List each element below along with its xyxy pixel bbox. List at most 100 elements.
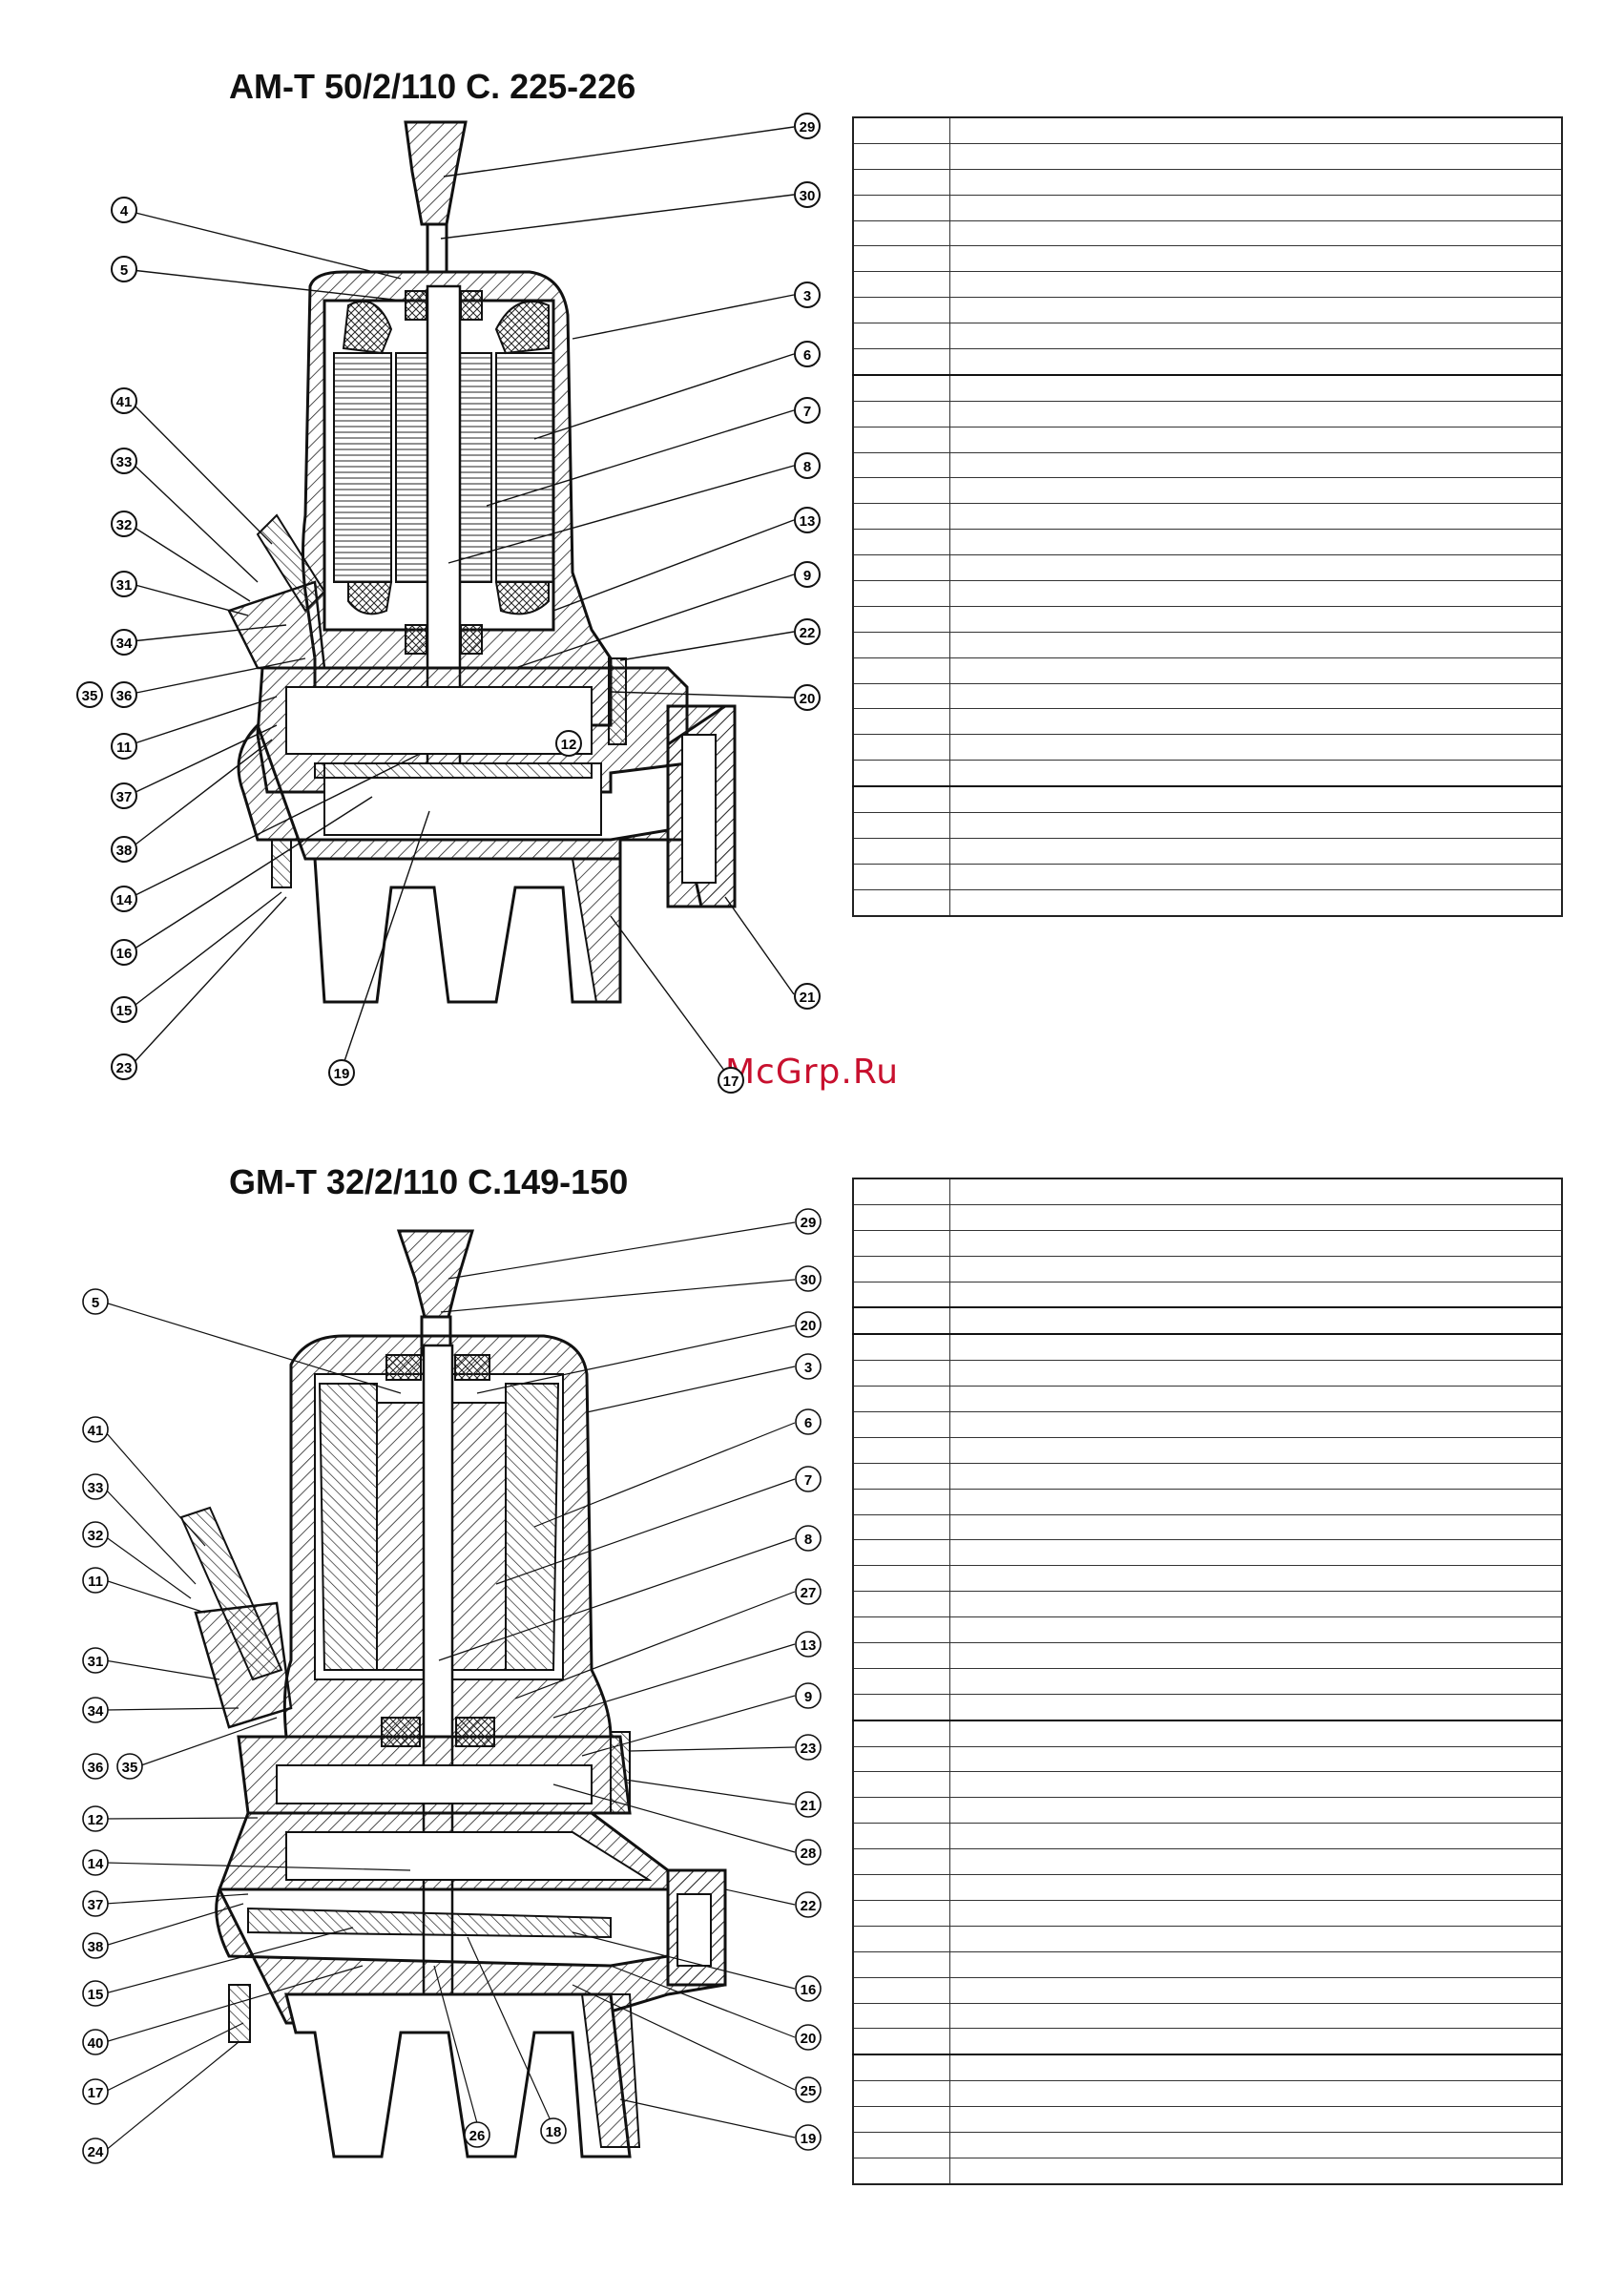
callout-1-11: 11 xyxy=(111,696,278,760)
section-2-title: GM-T 32/2/110 C.149-150 xyxy=(229,1162,629,1201)
part-number-cell xyxy=(853,374,950,402)
part-name-cell xyxy=(949,452,1562,479)
svg-text:28: 28 xyxy=(801,1846,817,1862)
part-name-cell xyxy=(949,1411,1562,1438)
part-name-cell xyxy=(949,297,1562,324)
part-name-cell xyxy=(949,1977,1562,2004)
parts-row xyxy=(853,1874,1562,1901)
part-name-cell xyxy=(949,812,1562,839)
parts-row xyxy=(853,2158,1562,2185)
part-number-cell xyxy=(853,1514,950,1541)
part-number-cell xyxy=(853,683,950,710)
callout-2-33: 33 xyxy=(82,1473,197,1585)
part-number-cell xyxy=(853,1616,950,1644)
callout-1-9: 9 xyxy=(514,561,821,669)
svg-text:38: 38 xyxy=(88,1939,104,1955)
callout-1-17: 17 xyxy=(610,915,744,1094)
part-number-cell xyxy=(853,245,950,273)
parts-row xyxy=(853,838,1562,865)
svg-text:21: 21 xyxy=(801,1798,817,1814)
callout-1-14: 14 xyxy=(111,753,421,912)
part-name-cell xyxy=(949,1926,1562,1952)
part-number-cell xyxy=(853,1307,950,1336)
part-name-cell xyxy=(949,657,1562,684)
part-number-cell xyxy=(853,1694,950,1721)
callout-1-8: 8 xyxy=(448,452,821,564)
parts-row xyxy=(853,2003,1562,2030)
parts-row xyxy=(853,1437,1562,1464)
part-number-cell xyxy=(853,632,950,658)
callout-2-32: 32 xyxy=(82,1521,192,1599)
parts-row xyxy=(853,348,1562,376)
part-number-cell xyxy=(853,1256,950,1282)
part-number-cell xyxy=(853,1977,950,2004)
part-number-cell xyxy=(853,1771,950,1799)
part-name-cell xyxy=(949,1282,1562,1309)
parts-row xyxy=(853,245,1562,273)
callout-2-19: 19 xyxy=(619,2098,822,2151)
svg-text:22: 22 xyxy=(801,1898,817,1914)
parts-row xyxy=(853,1307,1562,1336)
pump-2-callouts: 29 30 5 20 3 6 41 7 33 32 8 11 27 31 13 … xyxy=(82,1208,822,2164)
part-name-cell xyxy=(949,477,1562,505)
part-number-cell xyxy=(853,889,950,917)
parts-row xyxy=(853,683,1562,710)
part-name-cell xyxy=(949,1797,1562,1825)
part-number-cell xyxy=(853,220,950,247)
callout-2-40: 40 xyxy=(82,1965,364,2055)
parts-row xyxy=(853,427,1562,453)
callout-1-34: 34 xyxy=(111,624,287,656)
svg-text:31: 31 xyxy=(88,1654,104,1670)
callout-2-8: 8 xyxy=(438,1525,822,1661)
part-name-cell xyxy=(949,117,1562,144)
callout-1-4: 4 xyxy=(111,197,402,280)
svg-text:23: 23 xyxy=(116,1060,133,1076)
part-name-cell xyxy=(949,734,1562,761)
parts-row xyxy=(853,1489,1562,1515)
parts-row xyxy=(853,1900,1562,1927)
parts-row xyxy=(853,1178,1562,1205)
svg-text:21: 21 xyxy=(800,990,816,1006)
part-number-cell xyxy=(853,348,950,376)
svg-text:15: 15 xyxy=(88,1987,104,2003)
callout-2-28: 28 xyxy=(552,1783,822,1866)
part-name-cell xyxy=(949,864,1562,890)
callout-2-9: 9 xyxy=(581,1682,822,1757)
part-name-cell xyxy=(949,1694,1562,1721)
part-number-cell xyxy=(853,1230,950,1257)
parts-row xyxy=(853,2106,1562,2133)
part-name-cell xyxy=(949,1616,1562,1644)
part-name-cell xyxy=(949,2080,1562,2108)
part-number-cell xyxy=(853,452,950,479)
parts-row xyxy=(853,889,1562,917)
svg-text:6: 6 xyxy=(803,347,811,364)
svg-text:11: 11 xyxy=(88,1574,103,1590)
parts-row xyxy=(853,1360,1562,1387)
svg-text:29: 29 xyxy=(800,119,816,136)
part-name-cell xyxy=(949,1256,1562,1282)
svg-text:3: 3 xyxy=(803,288,811,304)
pump-1-callouts: 29 30 4 5 3 6 41 7 33 8 32 13 31 9 34 22… xyxy=(76,113,821,1094)
svg-text:4: 4 xyxy=(120,203,129,219)
svg-text:24: 24 xyxy=(88,2144,104,2160)
part-name-cell xyxy=(949,1848,1562,1876)
parts-row xyxy=(853,323,1562,350)
parts-row xyxy=(853,374,1562,402)
part-number-cell xyxy=(853,323,950,350)
svg-text:30: 30 xyxy=(801,1272,817,1288)
callout-1-7: 7 xyxy=(486,397,821,507)
parts-row xyxy=(853,1694,1562,1721)
svg-text:33: 33 xyxy=(88,1480,104,1496)
callout-1-37: 37 xyxy=(111,724,278,809)
callout-2-22: 22 xyxy=(724,1888,822,1918)
part-number-cell xyxy=(853,1565,950,1593)
part-name-cell xyxy=(949,1334,1562,1362)
callout-2-5: 5 xyxy=(82,1288,402,1394)
parts-row xyxy=(853,2080,1562,2108)
part-number-cell xyxy=(853,1746,950,1773)
part-name-cell xyxy=(949,2028,1562,2056)
part-number-cell xyxy=(853,2028,950,2056)
parts-row xyxy=(853,1977,1562,2004)
part-name-cell xyxy=(949,503,1562,531)
parts-row xyxy=(853,477,1562,505)
